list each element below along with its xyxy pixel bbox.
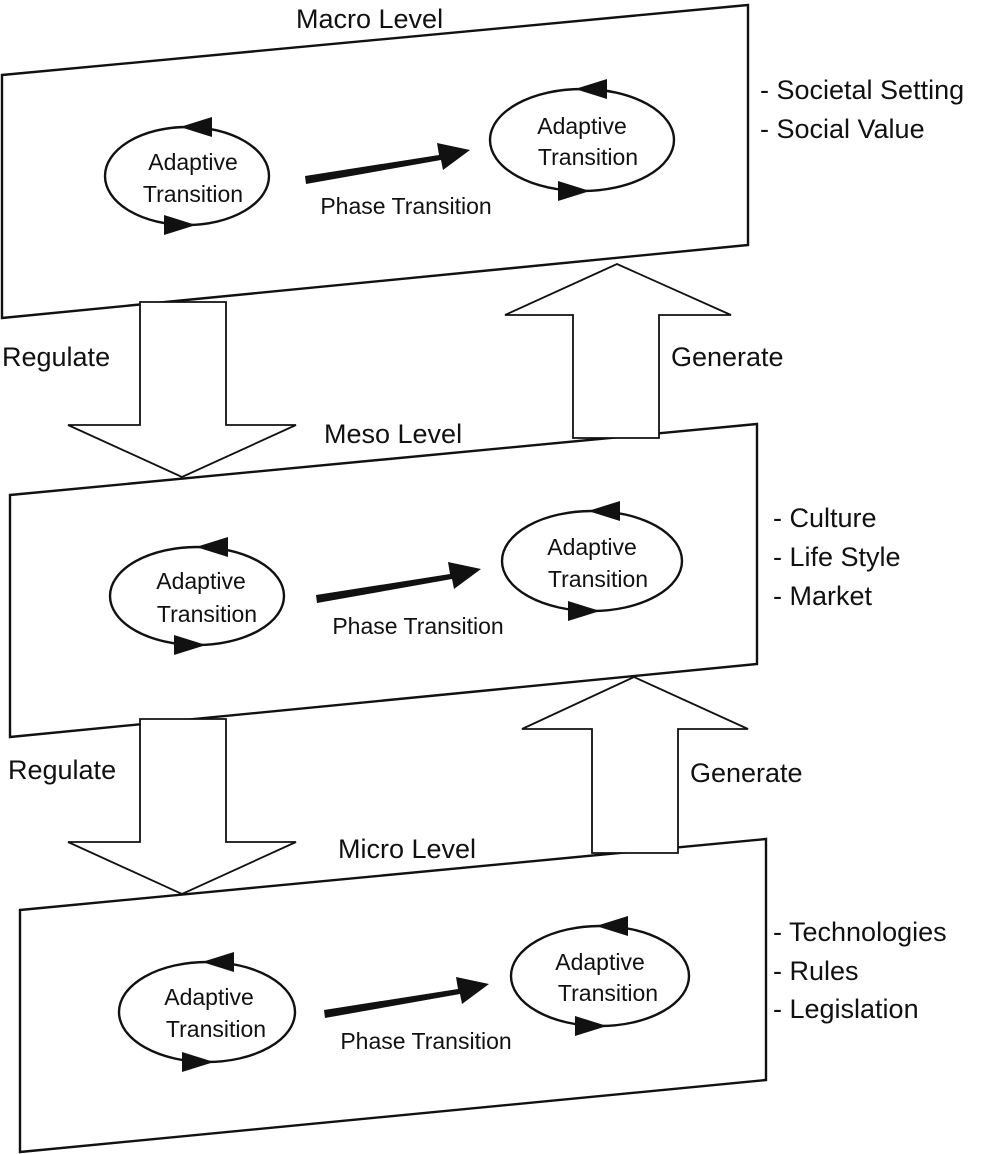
- attribute-item: - Culture: [773, 503, 877, 533]
- cycle-arrowhead-bottom-icon: [182, 1052, 214, 1072]
- macro-phase-transition: Phase Transition: [305, 143, 492, 219]
- cycle-arrowhead-top-icon: [575, 79, 607, 99]
- meso-adaptive-cycle-right: Adaptive Transition: [500, 501, 684, 621]
- cycle-label-line1: Adaptive: [555, 949, 645, 975]
- cycle-arrowhead-bottom-icon: [568, 601, 600, 621]
- attribute-item: - Social Value: [760, 114, 925, 144]
- meso-attributes: - Culture - Life Style - Market: [773, 503, 901, 611]
- cycle-label-line2: Transition: [166, 1016, 266, 1042]
- cycle-label-line2: Transition: [548, 566, 648, 592]
- micro-level-plane: [18, 837, 768, 1154]
- generate-label: Generate: [671, 342, 784, 372]
- cycle-ellipse: [509, 924, 691, 1028]
- regulate-down-arrow-icon: [67, 718, 297, 895]
- attribute-item: - Market: [773, 581, 873, 611]
- cycle-arrowhead-bottom-icon: [174, 635, 206, 655]
- phase-transition-arrow-icon: [316, 562, 481, 603]
- cycle-ellipse: [488, 87, 676, 193]
- attribute-item: - Societal Setting: [760, 75, 964, 105]
- cycle-arrowhead-top-icon: [196, 537, 228, 557]
- micro-phase-transition: Phase Transition: [324, 977, 512, 1054]
- phase-transition-label: Phase Transition: [332, 613, 503, 639]
- cycle-arrowhead-top-icon: [588, 501, 620, 521]
- phase-transition-arrow-icon: [305, 143, 470, 184]
- meso-level-plane: [8, 422, 759, 739]
- meso-level-title: Meso Level: [324, 419, 462, 449]
- macro-adaptive-cycle-right: Adaptive Transition: [488, 79, 676, 201]
- cycle-label-line1: Adaptive: [547, 534, 637, 560]
- macro-level-title: Macro Level: [296, 4, 443, 34]
- cycle-arrowhead-top-icon: [180, 117, 212, 137]
- attribute-item: - Technologies: [773, 917, 947, 947]
- meso-adaptive-cycle-left: Adaptive Transition: [108, 537, 286, 655]
- macro-level: Macro Level Adaptive Transition Phase Tr…: [0, 3, 750, 320]
- cycle-label-line2: Transition: [558, 980, 658, 1006]
- generate-up-arrow-icon: [521, 676, 749, 854]
- micro-level-title: Micro Level: [338, 834, 476, 864]
- regulate-down-arrow-icon: [67, 301, 297, 478]
- cycle-arrowhead-top-icon: [202, 952, 234, 972]
- meso-level: Adaptive Transition Phase Transition Ada…: [8, 422, 759, 739]
- cycle-label-line1: Adaptive: [148, 149, 238, 175]
- attribute-item: - Life Style: [773, 542, 901, 572]
- cycle-arrowhead-bottom-icon: [575, 1016, 607, 1036]
- cycle-ellipse: [500, 509, 684, 613]
- cycle-arrowhead-bottom-icon: [558, 181, 590, 201]
- meso-phase-transition: Phase Transition: [316, 562, 504, 639]
- cycle-ellipse: [103, 125, 271, 227]
- generate-label: Generate: [690, 758, 803, 788]
- generate-up-arrow-icon: [504, 263, 732, 439]
- micro-attributes: - Technologies - Rules - Legislation: [773, 917, 947, 1024]
- regulate-label: Regulate: [8, 755, 116, 785]
- cycle-arrowhead-top-icon: [596, 916, 628, 936]
- cycle-label-line2: Transition: [143, 181, 243, 207]
- cycle-ellipse: [117, 960, 297, 1064]
- cycle-label-line1: Adaptive: [164, 984, 254, 1010]
- macro-level-plane: [0, 3, 750, 320]
- regulate-label: Regulate: [2, 342, 110, 372]
- phase-transition-arrow-icon: [324, 977, 489, 1018]
- attribute-item: - Legislation: [773, 994, 919, 1024]
- macro-adaptive-cycle-left: Adaptive Transition: [103, 117, 271, 235]
- cycle-label-line2: Transition: [157, 601, 257, 627]
- micro-adaptive-cycle-left: Adaptive Transition: [117, 952, 297, 1072]
- phase-transition-label: Phase Transition: [320, 193, 491, 219]
- attribute-item: - Rules: [773, 956, 859, 986]
- cycle-arrowhead-bottom-icon: [164, 215, 196, 235]
- cycle-label-line1: Adaptive: [156, 568, 246, 594]
- macro-attributes: - Societal Setting - Social Value: [760, 75, 964, 144]
- micro-level: Adaptive Transition Phase Transition Ada…: [18, 837, 768, 1154]
- cycle-label-line1: Adaptive: [537, 113, 627, 139]
- micro-adaptive-cycle-right: Adaptive Transition: [509, 916, 691, 1036]
- cycle-label-line2: Transition: [538, 144, 638, 170]
- phase-transition-label: Phase Transition: [340, 1028, 511, 1054]
- cycle-ellipse: [108, 545, 286, 647]
